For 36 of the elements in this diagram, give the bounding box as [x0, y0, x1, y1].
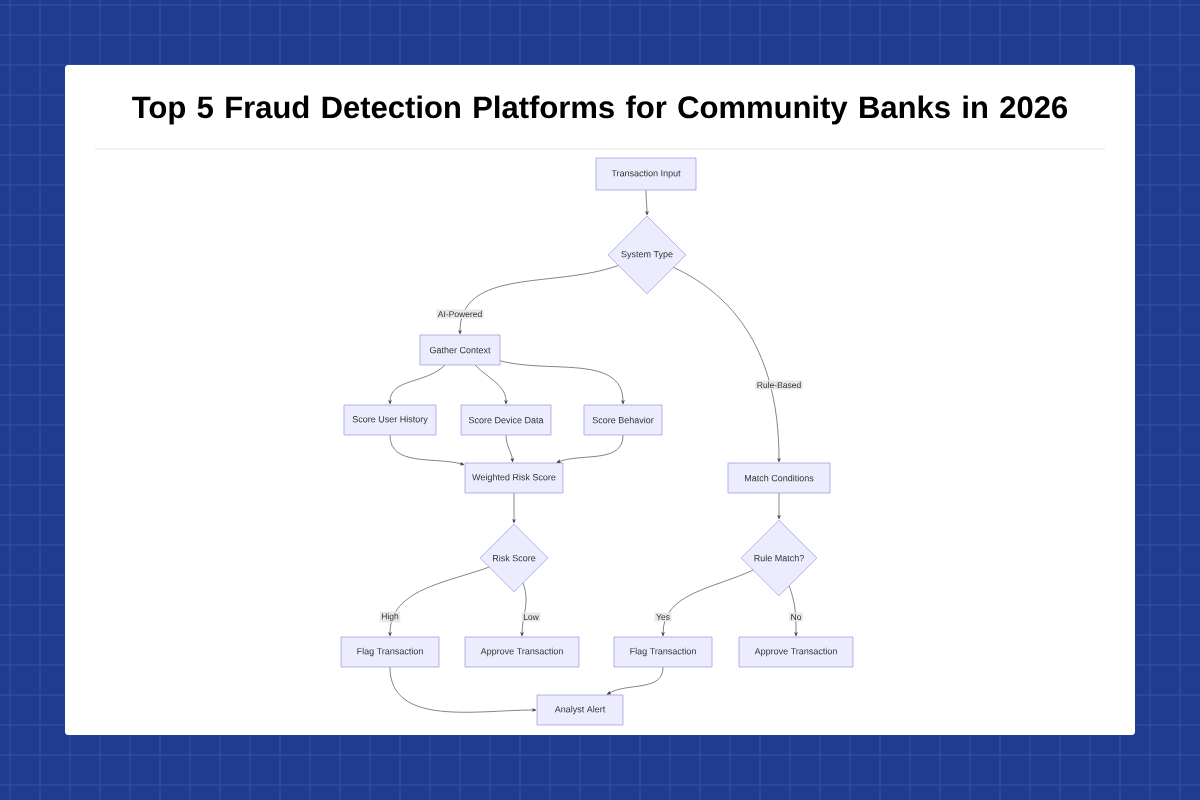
- edge-label: Rule-Based: [755, 380, 803, 390]
- arrow: [512, 493, 516, 524]
- arrow: [475, 365, 508, 405]
- process-box: Gather Context: [419, 334, 501, 366]
- edge-label: No: [789, 612, 803, 622]
- edge-label: High: [379, 611, 401, 623]
- edge-label: Low: [521, 612, 541, 622]
- title: Top 5 Fraud Detection Platforms for Community Banks in 2026: [132, 95, 1068, 125]
- arrow: [661, 569, 754, 637]
- arrow: [388, 365, 445, 405]
- process-box: Match Conditions: [727, 462, 831, 494]
- arrow: [389, 667, 537, 713]
- arrow: [520, 582, 527, 637]
- process-box: Weighted Risk Score: [464, 462, 564, 494]
- arrow: [388, 566, 490, 637]
- arrow: [777, 493, 781, 520]
- edge-label: Yes: [654, 612, 672, 622]
- process-box: Flag Transaction: [613, 636, 713, 668]
- arrow: [673, 267, 781, 463]
- edge-label: AI-Powered: [436, 309, 484, 319]
- arrow: [788, 585, 798, 637]
- arrow: [500, 360, 625, 405]
- arrow: [458, 265, 619, 335]
- process-box: Analyst Alert: [536, 694, 624, 726]
- arrow: [607, 667, 664, 695]
- process-box: Transaction Input: [595, 157, 697, 191]
- process-box: Approve Transaction: [464, 636, 580, 668]
- arrow: [389, 435, 465, 466]
- process-box: Score Device Data: [460, 404, 552, 436]
- arrow: [505, 435, 514, 463]
- process-box: Approve Transaction: [738, 636, 854, 668]
- process-box: Score User History: [343, 404, 437, 436]
- arrow: [556, 435, 624, 463]
- process-box: Flag Transaction: [340, 636, 440, 668]
- arrow: [645, 190, 649, 216]
- process-box: Score Behavior: [583, 404, 663, 436]
